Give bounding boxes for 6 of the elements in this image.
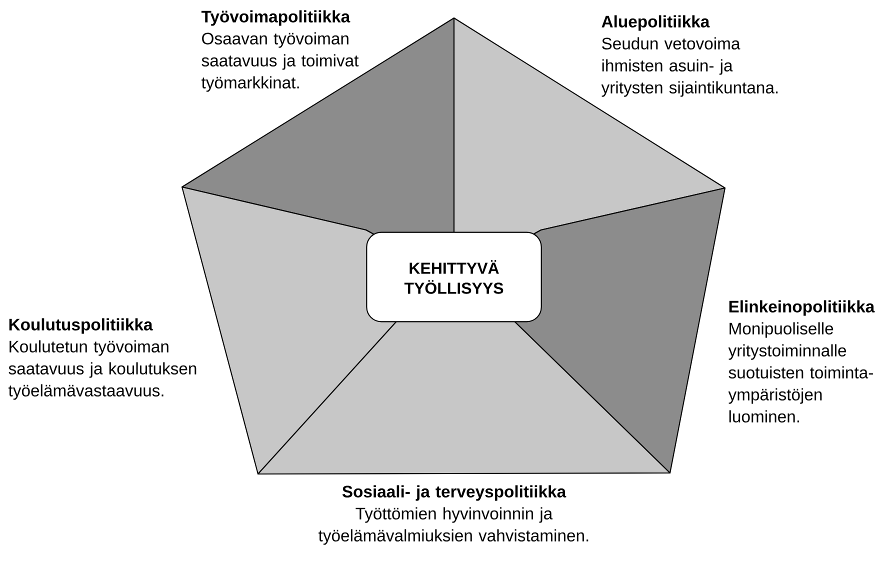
segment-label: Koulutuspolitiikka Koulutetun työvoiman saatavuus ja koulutuksen työelämävastaavuus. [8, 318, 196, 400]
segment-label: Elinkeinopolitiikka Monipuoliselle yritystoiminnalle suotuisten toiminta-ympäristöjen luominen. [728, 300, 875, 422]
segment-label: Aluepolitiikka Seudun vetovoima ihmisten asuin- ja yritysten sijaintikuntana. [601, 15, 778, 97]
segment-label: Työvoimapolitiikka Osaavan työvoiman saatavuus ja toimivat työmarkkinat. [201, 10, 359, 92]
segment-label: Sosiaali- ja terveyspolitiikka Työttömien hyvinvoinnin ja työelämävalmiuksien vahvistaminen. [318, 485, 588, 545]
center-box: KEHITTYVÄ TYÖLLISYYS [366, 232, 542, 322]
